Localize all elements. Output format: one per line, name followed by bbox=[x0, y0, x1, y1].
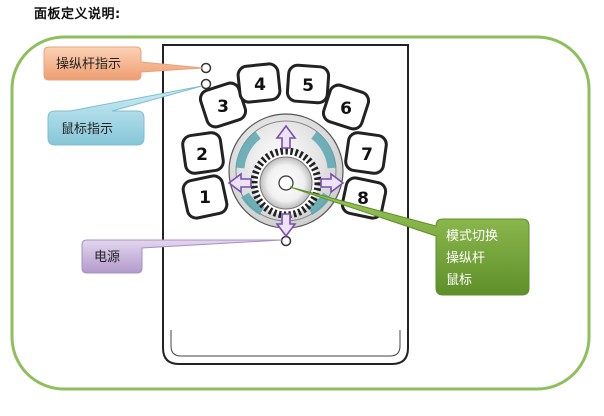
button-4[interactable]: 4 bbox=[236, 62, 282, 104]
button-4-label: 4 bbox=[254, 75, 266, 95]
green-frame bbox=[10, 35, 591, 391]
button-6-label: 6 bbox=[340, 99, 352, 119]
button-1[interactable]: 1 bbox=[181, 174, 229, 220]
mode-switch-label-line3: 鼠标 bbox=[446, 273, 472, 288]
mode-switch-label-line1: 模式切换 bbox=[446, 229, 498, 244]
mode-switch-label-line2: 操纵杆 bbox=[446, 250, 485, 266]
button-3-label: 3 bbox=[217, 97, 229, 117]
joystick-indicator-label: 操纵杆指示 bbox=[56, 56, 121, 72]
button-6[interactable]: 6 bbox=[321, 83, 371, 132]
arrow-right-icon bbox=[320, 172, 345, 194]
arrow-down-icon bbox=[275, 213, 297, 238]
direction-arrows bbox=[227, 124, 345, 238]
arrow-left-icon bbox=[227, 172, 252, 194]
button-5[interactable]: 5 bbox=[285, 63, 331, 105]
button-8-label: 8 bbox=[357, 189, 369, 209]
button-7[interactable]: 7 bbox=[344, 131, 388, 175]
button-2[interactable]: 2 bbox=[181, 131, 225, 175]
mouse-indicator-label: 鼠标指示 bbox=[61, 122, 113, 137]
button-1-label: 1 bbox=[199, 188, 211, 208]
mouse-led bbox=[200, 78, 212, 90]
button-2-label: 2 bbox=[196, 145, 208, 165]
arrow-up-icon bbox=[275, 124, 297, 149]
callout-power: 电源 bbox=[81, 239, 283, 274]
power-label: 电源 bbox=[94, 250, 120, 265]
callout-joystick-indicator: 操纵杆指示 bbox=[43, 46, 204, 81]
button-5-label: 5 bbox=[302, 76, 314, 96]
callout-mouse-indicator: 鼠标指示 bbox=[47, 85, 203, 146]
power-led bbox=[280, 235, 292, 247]
button-7-label: 7 bbox=[361, 145, 373, 165]
page-heading: 面板定义说明: bbox=[34, 7, 121, 22]
callout-mode-switch: 模式切换 操纵杆 鼠标 bbox=[289, 186, 530, 296]
mode-switch-button[interactable] bbox=[278, 175, 294, 191]
